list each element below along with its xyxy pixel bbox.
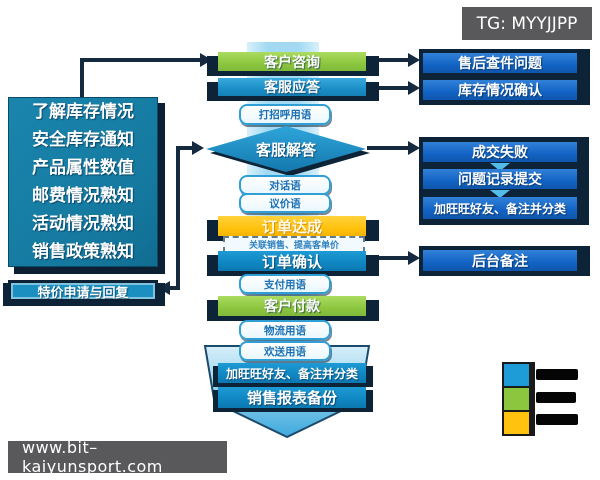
node-label: 物流用语 [264, 324, 306, 337]
node-report-backup: 销售报表备份 [213, 387, 373, 412]
node-label: 客户咨询 [264, 54, 320, 71]
legend-label-bar [536, 414, 578, 425]
legend-label-bar [536, 392, 576, 403]
node-order-done: 订单达成 [207, 216, 379, 241]
node-label: 订单达成 [261, 217, 322, 236]
connector-special-loop-bottom [168, 286, 180, 290]
node-farewell-phrases: 欢送用语 [239, 341, 331, 361]
node-label: 订单确认 [261, 252, 322, 271]
legend-label-bar [536, 369, 578, 380]
arrowhead-into-stock [408, 81, 420, 95]
node-label: 加旺旺好友、备注并分类 [433, 201, 566, 216]
node-label: 问题记录提交 [458, 172, 542, 188]
arrowhead-into-backend [408, 251, 420, 265]
tg-badge-label: TG: MYYJJPP [476, 13, 578, 34]
arrowhead-into-aftersales [408, 53, 420, 67]
node-label: 客户付款 [264, 299, 320, 315]
connector-special-loop-top [176, 146, 196, 150]
knowledge-item: 销售政策熟知 [32, 242, 134, 262]
node-bargain-phrases: 议价语 [239, 193, 331, 213]
node-add-friend-tag-right: 加旺旺好友、备注并分类 [423, 197, 577, 219]
website-bar: www.bit–kaiyunsport.com [8, 438, 227, 476]
node-payment-phrases: 支付用语 [239, 274, 331, 294]
legend [502, 362, 535, 436]
connector-inquiry-to-aftersales [366, 58, 410, 62]
legend-swatch-green [504, 388, 529, 410]
node-label: 售后查件问题 [458, 56, 542, 72]
node-label: 关联销售、提高客单价 [248, 241, 339, 251]
connector-confirm-to-backend [367, 256, 409, 260]
knowledge-item: 了解库存情况 [32, 102, 134, 122]
legend-swatch-yellow [504, 412, 529, 434]
node-order-confirm: 订单确认 [207, 251, 379, 276]
node-stock-confirm: 库存情况确认 [419, 76, 590, 105]
knowledge-item: 安全库存通知 [32, 130, 134, 150]
node-add-friend-tag: 加旺旺好友、备注并分类 [213, 363, 373, 387]
knowledge-item: 活动情况熟知 [32, 214, 134, 234]
knowledge-item: 产品属性数值 [32, 158, 134, 178]
website-label: www.bit–kaiyunsport.com [22, 438, 163, 476]
arrowhead-into-failed [408, 141, 420, 155]
chevron-down-icon [490, 163, 510, 171]
node-label: 打招呼用语 [258, 109, 312, 121]
node-after-sales-issue: 售后查件问题 [419, 49, 590, 78]
node-service-reply: 客服应答 [207, 78, 379, 101]
connector-left-to-inquiry-v [80, 58, 84, 98]
node-label: 客服解答 [255, 140, 316, 159]
node-label: 加旺旺好友、备注并分类 [225, 366, 358, 381]
connector-answer-to-failed [367, 146, 409, 150]
arrowhead-into-answer-diamond [192, 141, 204, 155]
node-greeting-phrases: 打招呼用语 [239, 104, 331, 125]
node-customer-inquiry: 客户咨询 [207, 52, 379, 76]
node-label: 成交失败 [472, 145, 528, 161]
node-label: 销售报表备份 [246, 389, 337, 407]
node-label: 客服应答 [264, 80, 320, 96]
node-special-request: 特价申请与回复 [3, 280, 165, 306]
node-customer-payment: 客户付款 [207, 296, 379, 321]
node-backend-note: 后台备注 [419, 246, 590, 276]
knowledge-panel: 了解库存情况 安全库存通知 产品属性数值 邮费情况熟知 活动情况熟知 销售政策熟… [8, 97, 165, 274]
chevron-down-icon [490, 190, 510, 198]
node-label: 特价申请与回复 [37, 285, 129, 301]
node-logistics-phrases: 物流用语 [239, 320, 331, 340]
connector-reply-to-stock [366, 86, 410, 90]
node-label: 欢送用语 [264, 345, 306, 358]
tg-badge: TG: MYYJJPP [462, 7, 592, 40]
legend-swatch-blue [504, 364, 529, 386]
node-dialog-phrases: 对话语 [239, 175, 331, 195]
connector-special-loop-v [176, 146, 180, 288]
node-label: 支付用语 [264, 278, 306, 291]
node-label: 对话语 [269, 179, 301, 192]
connector-left-to-inquiry-h [80, 58, 202, 62]
node-label: 库存情况确认 [458, 83, 542, 99]
node-label: 议价语 [269, 197, 301, 210]
node-issue-record-submit: 问题记录提交 [423, 169, 577, 189]
knowledge-item: 邮费情况熟知 [32, 186, 134, 206]
node-deal-failed: 成交失败 [423, 142, 577, 162]
node-label: 后台备注 [472, 253, 528, 270]
